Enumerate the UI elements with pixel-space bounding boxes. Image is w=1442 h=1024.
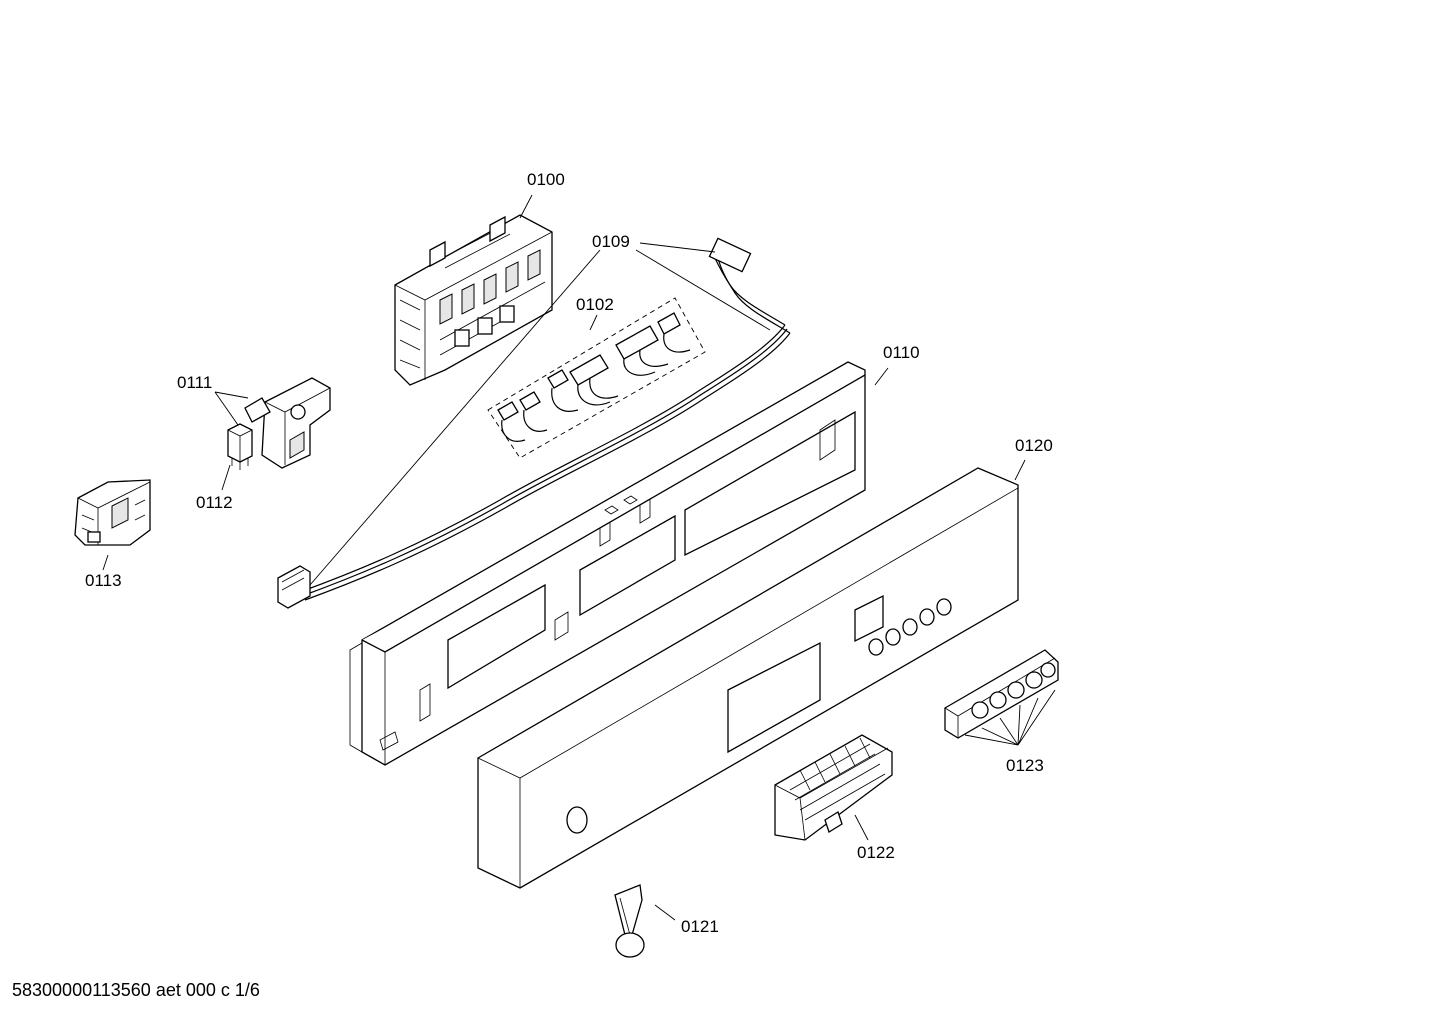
part-0123-light-strip [944,649,1059,739]
label-0113: 0113 [85,571,122,590]
label-0112: 0112 [196,493,233,512]
part-0111-switch-assembly [244,377,331,469]
part-0113-switch-block [74,479,151,546]
label-0123: 0123 [1006,756,1044,775]
part-0100-control-module [394,214,553,386]
label-0111: 0111 [177,373,212,392]
label-0122: 0122 [857,843,895,862]
part-0120-front-fascia [477,467,1019,889]
part-0112-relay [227,423,253,470]
part-0110-panel-frame [349,361,866,766]
label-0110: 0110 [883,343,920,362]
part-0122-button-block [774,734,893,841]
part-0121-latch [614,884,645,958]
label-0100: 0100 [527,170,565,189]
label-0102: 0102 [576,295,614,314]
part-0102-connector-set [487,297,706,459]
leader-lines [102,194,1056,921]
part-0109-wiring-harness [277,237,791,609]
drawing-reference-footer: 58300000113560 aet 000 c 1/6 [12,980,260,1000]
label-0120: 0120 [1015,436,1053,455]
label-0109: 0109 [592,232,630,251]
label-0121: 0121 [681,917,719,936]
